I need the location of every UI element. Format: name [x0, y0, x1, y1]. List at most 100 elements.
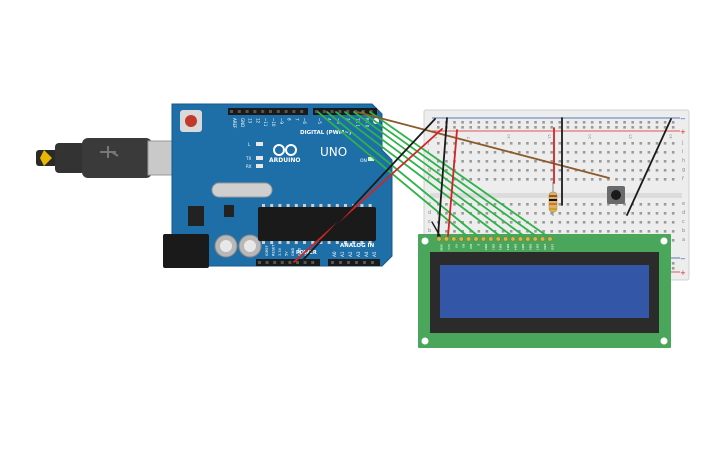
- breadboard-hole[interactable]: [599, 169, 602, 172]
- breadboard-hole[interactable]: [574, 230, 578, 233]
- breadboard-hole[interactable]: [485, 126, 489, 129]
- lcd-pin[interactable]: [525, 236, 531, 242]
- breadboard-hole[interactable]: [582, 121, 586, 124]
- breadboard-hole[interactable]: [655, 178, 659, 181]
- breadboard-hole[interactable]: [631, 178, 634, 181]
- breadboard-hole[interactable]: [445, 230, 448, 233]
- breadboard-hole[interactable]: [615, 212, 618, 215]
- breadboard-hole[interactable]: [469, 221, 472, 224]
- breadboard-hole[interactable]: [582, 151, 586, 154]
- header-hole[interactable]: [258, 261, 261, 264]
- breadboard-hole[interactable]: [558, 121, 562, 124]
- breadboard-hole[interactable]: [647, 230, 651, 233]
- breadboard-hole[interactable]: [582, 212, 586, 215]
- breadboard-hole[interactable]: [550, 221, 553, 224]
- wire-black-button[interactable]: [626, 118, 672, 216]
- breadboard-hole[interactable]: [477, 151, 481, 154]
- breadboard-hole[interactable]: [501, 121, 505, 124]
- breadboard-hole[interactable]: [647, 203, 651, 206]
- header-hole[interactable]: [331, 261, 334, 264]
- breadboard-hole[interactable]: [582, 169, 586, 172]
- breadboard-hole[interactable]: [453, 230, 456, 233]
- breadboard-hole[interactable]: [663, 169, 667, 172]
- breadboard-hole[interactable]: [437, 142, 440, 145]
- breadboard-hole[interactable]: [558, 160, 562, 163]
- breadboard-hole[interactable]: [582, 142, 586, 145]
- breadboard-hole[interactable]: [582, 178, 586, 181]
- breadboard-hole[interactable]: [461, 178, 464, 181]
- breadboard-hole[interactable]: [582, 126, 586, 129]
- breadboard-hole[interactable]: [631, 169, 634, 172]
- breadboard-hole[interactable]: [639, 126, 643, 129]
- breadboard-hole[interactable]: [599, 142, 602, 145]
- breadboard-hole[interactable]: [647, 169, 651, 172]
- breadboard-hole[interactable]: [469, 169, 472, 172]
- breadboard-hole[interactable]: [542, 169, 545, 172]
- breadboard-hole[interactable]: [534, 121, 537, 124]
- header-hole[interactable]: [265, 261, 269, 264]
- header-hole[interactable]: [269, 110, 272, 113]
- breadboard-hole[interactable]: [639, 169, 643, 172]
- breadboard-hole[interactable]: [631, 151, 634, 154]
- breadboard-hole[interactable]: [518, 230, 521, 233]
- wire-black-lcd-gnd[interactable]: [437, 117, 448, 237]
- header-hole[interactable]: [303, 261, 307, 264]
- breadboard-hole[interactable]: [655, 126, 659, 129]
- breadboard-hole[interactable]: [574, 160, 578, 163]
- breadboard-hole[interactable]: [663, 230, 667, 233]
- breadboard-hole[interactable]: [509, 178, 513, 181]
- breadboard-hole[interactable]: [501, 142, 505, 145]
- breadboard-hole[interactable]: [493, 126, 497, 129]
- breadboard-hole[interactable]: [445, 160, 448, 163]
- breadboard-hole[interactable]: [558, 221, 562, 224]
- breadboard-hole[interactable]: [509, 126, 513, 129]
- breadboard-hole[interactable]: [518, 160, 521, 163]
- breadboard-hole[interactable]: [599, 121, 602, 124]
- breadboard-hole[interactable]: [477, 169, 481, 172]
- breadboard-hole[interactable]: [655, 212, 659, 215]
- header-hole[interactable]: [354, 110, 357, 113]
- breadboard-hole[interactable]: [655, 160, 659, 163]
- breadboard-hole[interactable]: [518, 178, 521, 181]
- breadboard-hole[interactable]: [607, 221, 610, 224]
- breadboard-hole[interactable]: [566, 169, 570, 172]
- breadboard-hole[interactable]: [639, 230, 643, 233]
- breadboard-hole[interactable]: [550, 151, 553, 154]
- breadboard-hole[interactable]: [655, 142, 659, 145]
- breadboard-hole[interactable]: [599, 230, 602, 233]
- lcd-pin[interactable]: [451, 236, 457, 242]
- header-hole[interactable]: [280, 261, 284, 264]
- header-hole[interactable]: [347, 261, 350, 264]
- breadboard-hole[interactable]: [493, 160, 497, 163]
- breadboard-hole[interactable]: [493, 142, 497, 145]
- breadboard-hole[interactable]: [509, 230, 513, 233]
- breadboard-hole[interactable]: [590, 151, 594, 154]
- lcd-pin[interactable]: [547, 236, 553, 242]
- breadboard-hole[interactable]: [607, 160, 610, 163]
- header-hole[interactable]: [261, 110, 265, 113]
- breadboard-hole[interactable]: [477, 221, 481, 224]
- breadboard-hole[interactable]: [477, 160, 481, 163]
- breadboard-hole[interactable]: [461, 121, 464, 124]
- breadboard-hole[interactable]: [477, 178, 481, 181]
- wire-black-gnd[interactable]: [300, 118, 436, 263]
- breadboard-hole[interactable]: [542, 142, 545, 145]
- breadboard-hole[interactable]: [639, 178, 643, 181]
- breadboard-hole[interactable]: [501, 151, 505, 154]
- header-hole[interactable]: [363, 261, 366, 264]
- header-hole[interactable]: [237, 110, 241, 113]
- breadboard-hole[interactable]: [477, 126, 481, 129]
- header-hole[interactable]: [369, 110, 373, 113]
- breadboard-hole[interactable]: [453, 178, 456, 181]
- breadboard-hole[interactable]: [607, 126, 610, 129]
- breadboard-hole[interactable]: [574, 212, 578, 215]
- breadboard-hole[interactable]: [574, 151, 578, 154]
- breadboard-hole[interactable]: [582, 160, 586, 163]
- breadboard-hole[interactable]: [453, 203, 456, 206]
- header-hole[interactable]: [273, 261, 277, 264]
- header-hole[interactable]: [339, 261, 342, 264]
- header-hole[interactable]: [288, 261, 292, 264]
- breadboard-hole[interactable]: [493, 169, 497, 172]
- breadboard-hole[interactable]: [671, 262, 675, 265]
- breadboard-hole[interactable]: [453, 126, 456, 129]
